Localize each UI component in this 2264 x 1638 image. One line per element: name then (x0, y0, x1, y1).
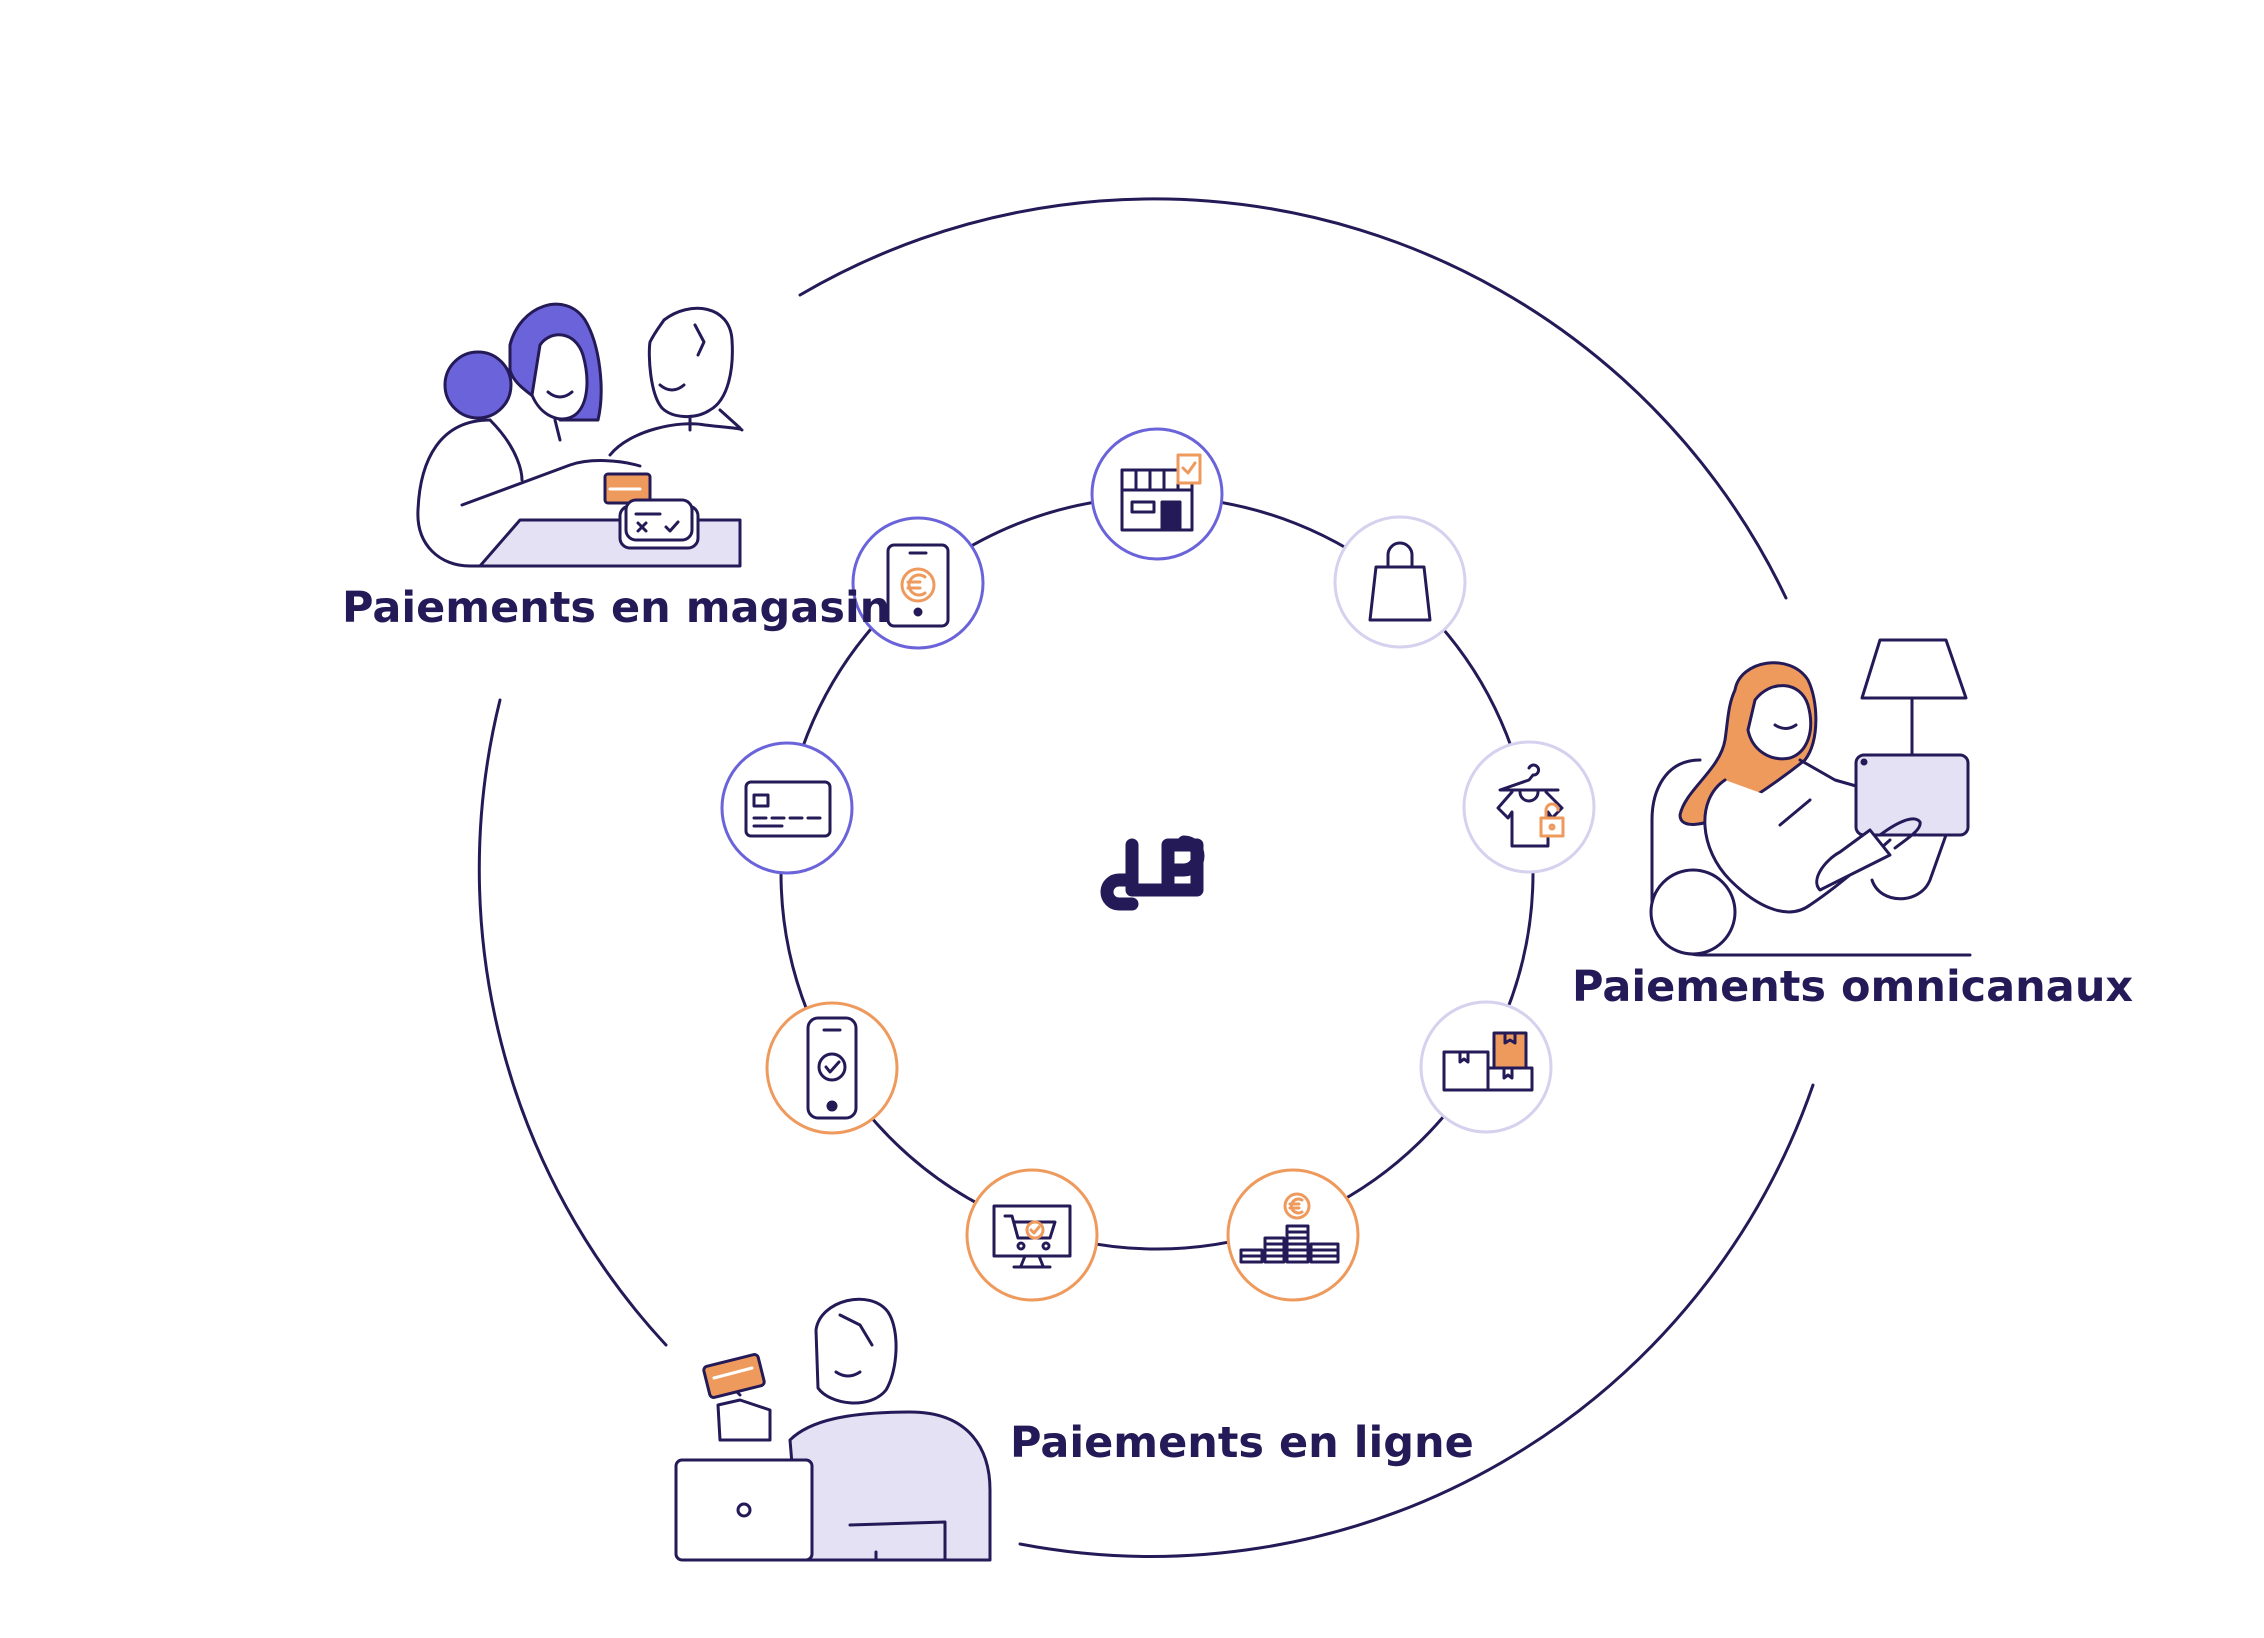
computer-cart-icon (967, 1170, 1097, 1300)
online-illustration (676, 1299, 990, 1560)
in-store-payments-label: Paiements en magasin (342, 583, 890, 633)
boxes-icon (1421, 1002, 1551, 1132)
credit-card-icon (722, 743, 852, 873)
online-payments-label: Paiements en ligne (1010, 1418, 1474, 1468)
in-store-illustration (418, 304, 742, 566)
storefront-icon (1092, 429, 1222, 559)
shopping-bag-icon (1335, 517, 1465, 647)
phone-check-icon (767, 1003, 897, 1133)
coins-stack-icon (1228, 1170, 1358, 1300)
omnichannel-payments-label: Paiements omnicanaux (1572, 962, 2133, 1012)
brand-logo-icon (1107, 842, 1198, 904)
tshirt-lock-icon (1464, 742, 1594, 872)
omnichannel-illustration (1651, 640, 1970, 955)
